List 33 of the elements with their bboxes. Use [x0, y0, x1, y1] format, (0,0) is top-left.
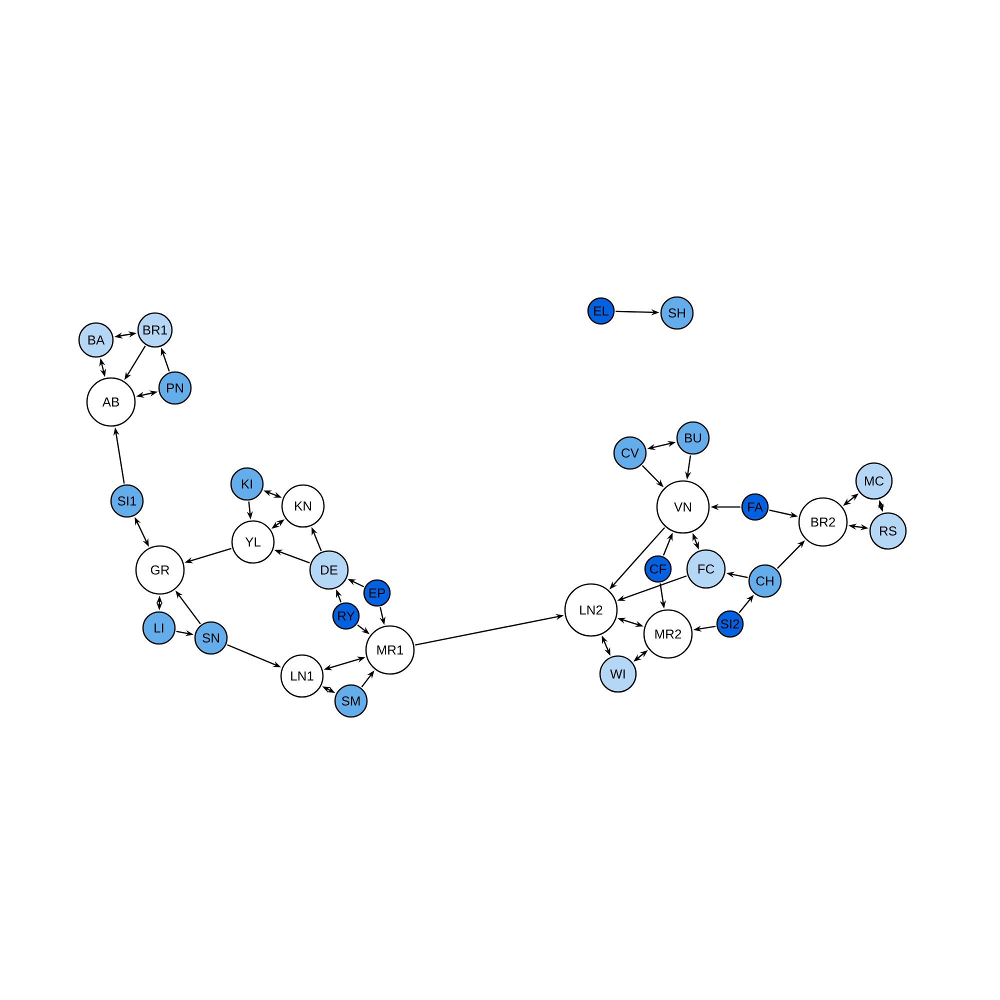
graph-node: EP — [363, 579, 391, 607]
graph-node: MC — [855, 462, 893, 500]
graph-node: PN — [158, 371, 192, 405]
graph-node: RY — [332, 602, 360, 630]
graph-node: VN — [656, 480, 710, 534]
graph-node: DE — [309, 550, 349, 590]
graph-node: BU — [676, 421, 710, 455]
graph-node: BR1 — [137, 312, 173, 348]
graph-node: BR2 — [798, 497, 848, 547]
graph-node: LI — [142, 611, 176, 645]
graph-node: LN2 — [564, 583, 618, 637]
graph-node: WI — [599, 655, 637, 693]
graph-node: AB — [86, 377, 136, 427]
graph-node: SN — [194, 621, 228, 655]
graph-node: YL — [231, 520, 275, 564]
graph-node: EL — [587, 297, 615, 325]
graph-node: MR1 — [365, 625, 415, 675]
graph-node: CH — [748, 564, 782, 598]
graph-node: SI1 — [110, 484, 144, 518]
graph-node: CF — [644, 555, 672, 583]
graph-node: LN1 — [280, 654, 324, 698]
graph-node: FA — [741, 493, 769, 521]
graph-node: GR — [135, 545, 185, 595]
graph-node: BA — [78, 322, 114, 358]
graph-node: SM — [334, 684, 368, 718]
graph-node: MR2 — [643, 609, 693, 659]
graph-node: CV — [613, 436, 647, 470]
graph-node: FC — [686, 549, 726, 589]
graph-node: SI2 — [716, 610, 744, 638]
graph-node: RS — [869, 512, 907, 550]
graph-node: KI — [230, 467, 264, 501]
graph-node: KN — [281, 484, 325, 528]
graph-node: SH — [660, 296, 694, 330]
